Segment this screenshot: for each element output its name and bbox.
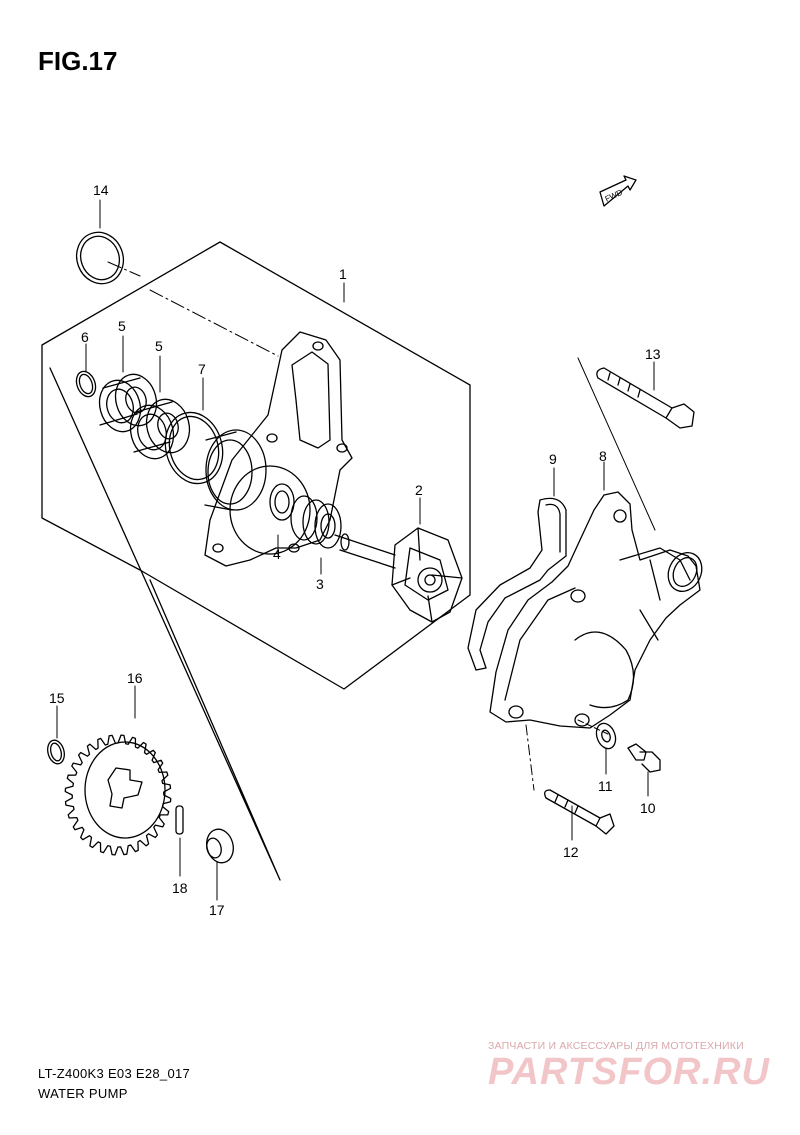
bolt-part-13	[596, 367, 695, 429]
leader-lines	[56, 199, 656, 901]
section-name: WATER PUMP	[38, 1086, 128, 1101]
callout-18: 18	[172, 880, 188, 896]
callout-5-b: 5	[155, 338, 163, 354]
watermark: ЗАПЧАСТИ И АКСЕССУАРЫ ДЛЯ МОТОТЕХНИКИ PA…	[488, 1040, 788, 1092]
callout-3: 3	[316, 576, 324, 592]
callout-4: 4	[273, 546, 281, 562]
o-ring-part-7	[164, 411, 224, 485]
circlip-part-6	[75, 370, 97, 398]
callout-10: 10	[640, 800, 656, 816]
callout-9: 9	[549, 451, 557, 467]
callout-16: 16	[127, 670, 143, 686]
callout-5-a: 5	[118, 318, 126, 334]
oil-seal-part-4	[269, 483, 295, 521]
bolt-part-12	[544, 789, 615, 835]
callout-11: 11	[598, 778, 613, 794]
bolt-part-10	[627, 743, 661, 773]
assembly-bracket-outline	[41, 241, 471, 881]
callout-1: 1	[339, 266, 347, 282]
callout-6: 6	[81, 329, 89, 345]
bearing-part-5-a	[98, 373, 158, 433]
watermark-tagline: ЗАПЧАСТИ И АКСЕССУАРЫ ДЛЯ МОТОТЕХНИКИ	[488, 1040, 744, 1052]
gasket-part-9	[467, 497, 567, 671]
washer-part-17	[206, 828, 234, 864]
circlip-part-14	[75, 231, 125, 285]
washer-part-11	[595, 722, 617, 750]
callout-2: 2	[415, 482, 423, 498]
callout-12: 12	[563, 844, 579, 860]
mechanical-seal-part-3	[290, 495, 342, 549]
drive-gear-part-16	[64, 734, 172, 856]
pump-body-part-1	[204, 331, 353, 567]
callout-13: 13	[645, 346, 661, 362]
callout-17: 17	[209, 902, 225, 918]
pump-case-part-8	[489, 491, 703, 729]
callout-14: 14	[93, 182, 109, 198]
callout-15: 15	[49, 690, 65, 706]
fwd-arrow-icon: FWD	[599, 175, 637, 207]
watermark-logo: PARTSFOR.RU	[488, 1051, 770, 1093]
bearing-part-5-b	[129, 398, 191, 460]
figure-title: FIG.17	[38, 46, 118, 76]
impeller-part-2	[334, 527, 463, 623]
circlip-part-15	[47, 739, 65, 765]
callout-8: 8	[599, 448, 607, 464]
callout-7: 7	[198, 361, 206, 377]
pin-part-18	[175, 805, 184, 835]
model-code: LT-Z400K3 E03 E28_017	[38, 1066, 191, 1081]
